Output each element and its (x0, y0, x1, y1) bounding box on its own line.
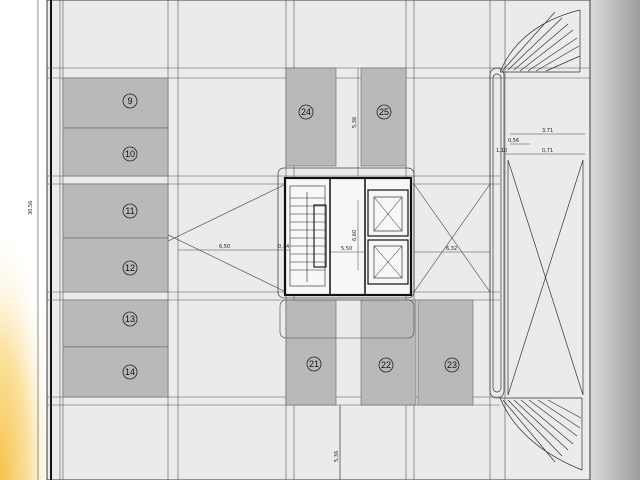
parking-number: 13 (125, 314, 135, 324)
parking-number: 24 (301, 107, 311, 117)
parking-space: 9 (62, 77, 169, 129)
parking-space: 12 (62, 237, 169, 293)
parking-space: 23 (417, 299, 474, 406)
parking-space: 11 (62, 183, 169, 239)
central-core (277, 167, 415, 339)
parking-number: 21 (309, 359, 319, 369)
dimension-right-bay: 6,32 (446, 246, 457, 252)
dimension-ramp-width: 3,71 (542, 128, 553, 134)
parking-number: 12 (125, 263, 135, 273)
parking-number: 22 (381, 360, 391, 370)
parking-spaces: 9 10 11 12 13 14 24 (62, 67, 474, 406)
dimension-gap: 0,34 (278, 244, 289, 250)
parking-space: 22 (360, 299, 417, 406)
parking-space: 25 (360, 67, 407, 167)
dimension-lines (178, 68, 585, 480)
parking-space: 10 (62, 127, 169, 177)
dimension-ramp-offset: 0,56 (508, 138, 519, 144)
stair-icon (289, 185, 327, 287)
parking-space: 21 (285, 299, 337, 406)
parking-space: 13 (62, 299, 169, 348)
dimension-core-width: 5,50 (341, 246, 352, 252)
parking-space: 14 (62, 346, 169, 398)
dimension-left-bay: 6,50 (219, 244, 230, 250)
parking-number: 10 (125, 149, 135, 159)
parking-space: 24 (285, 67, 337, 167)
parking-number: 9 (127, 96, 132, 106)
dimension-vertical-top: 5,36 (352, 117, 358, 128)
dimension-ramp-inner: 1,10 (496, 148, 507, 154)
dimension-vertical-bottom: 5,36 (334, 451, 340, 462)
parking-number: 11 (125, 206, 134, 216)
dimension-core-height: 6,60 (352, 230, 358, 241)
dimension-ramp-lane: 0,71 (542, 148, 553, 154)
parking-number: 23 (447, 360, 457, 370)
parking-number: 25 (379, 107, 389, 117)
overall-dimension-label: 30,56 (28, 201, 34, 215)
elevator-icon (367, 189, 409, 285)
spiral-ramp-icon (489, 9, 584, 471)
parking-number: 14 (125, 367, 135, 377)
